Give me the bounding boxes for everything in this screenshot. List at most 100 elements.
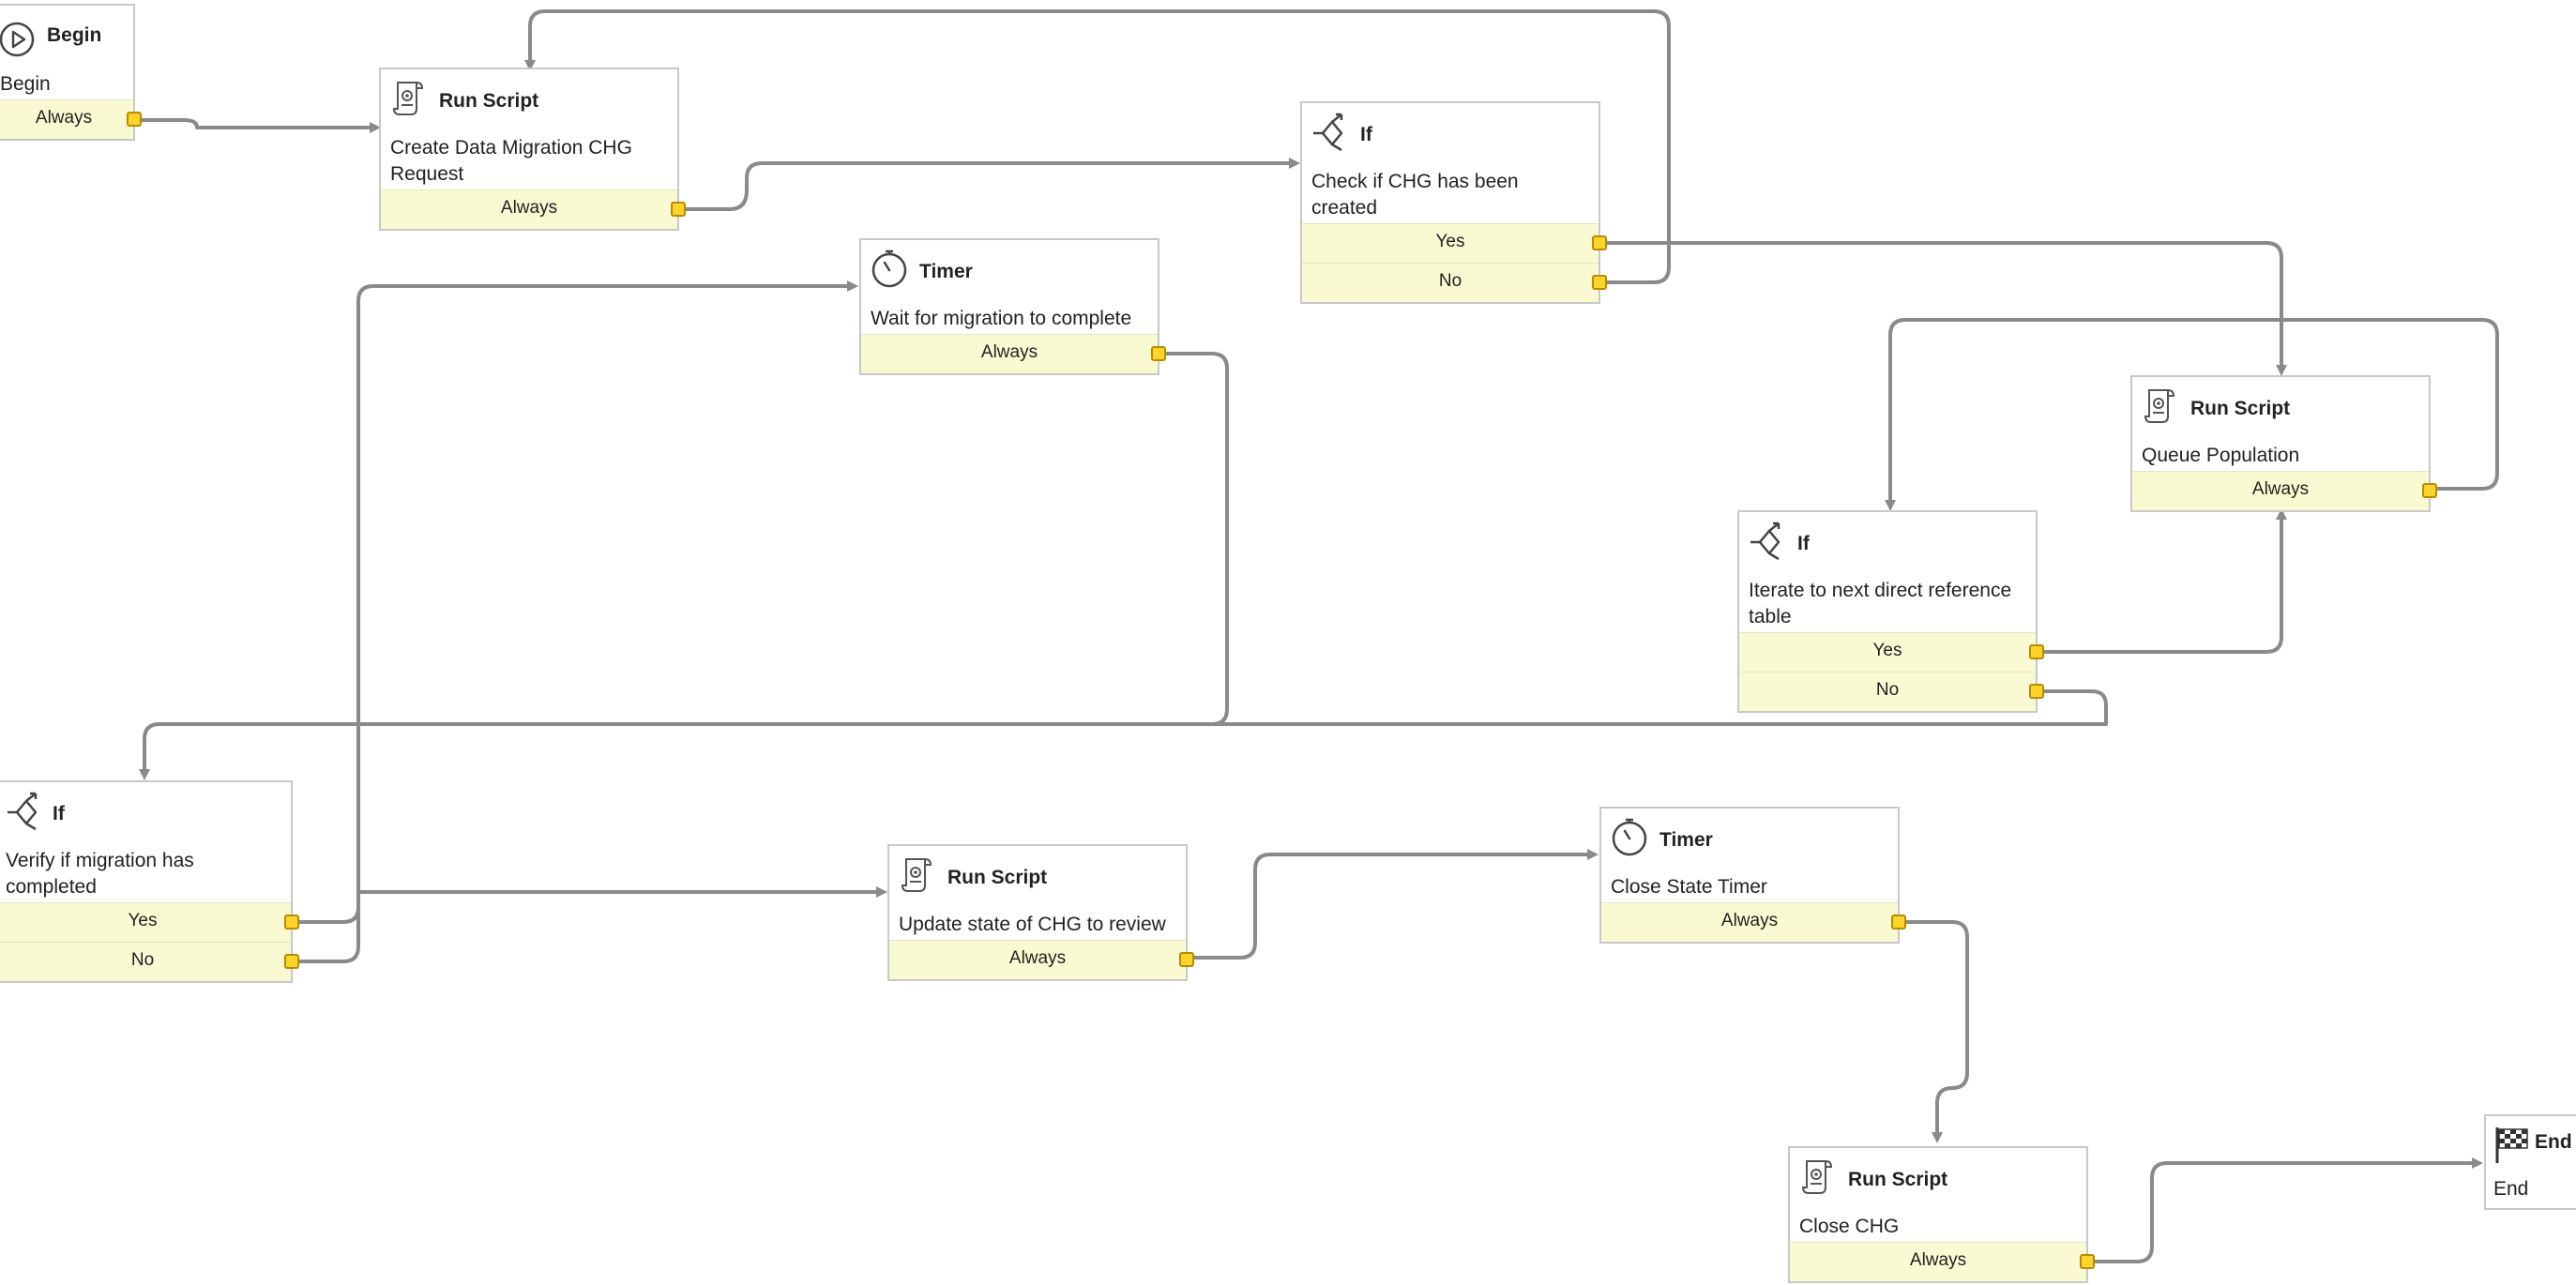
node-title: Run Script [2190,398,2291,419]
output-port[interactable] [2029,644,2044,659]
node-header: Begin Begin [0,6,133,99]
arrowhead [1587,849,1599,860]
end-node[interactable]: End End [2484,1114,2576,1210]
exit-label: Always [980,342,1038,362]
output-port[interactable] [127,112,142,127]
connector-begin-to-create-chg [131,118,373,129]
node-description: Check if CHG has been created [1311,171,1519,219]
exit-label: No [1438,271,1462,291]
arrowhead [1289,158,1300,169]
connector-check-chg-yes-to-queue-population [1600,241,2283,368]
node-title: If [53,803,65,824]
create-chg-node[interactable]: Run Script Create Data Migration CHG Req… [379,68,686,231]
node-header: End End [2486,1116,2576,1210]
output-port[interactable] [1891,915,1906,930]
exit-label: Yes [1872,641,1902,660]
close-chg-node[interactable]: Run Script Close CHG Always [1788,1146,2095,1283]
script-icon [388,77,430,118]
exit-label: No [1875,680,1900,700]
node-header: Run Script Close CHG [1790,1148,2086,1242]
node-description: Verify if migration has completed [6,850,194,898]
node-header: If Iterate to next direct reference tabl… [1739,512,2036,632]
node-description: Iterate to next direct reference table [1749,580,2012,627]
output-port[interactable] [1592,235,1607,250]
node-title: End [2535,1131,2572,1153]
script-icon [1797,1156,1839,1197]
node-title: Run Script [439,90,539,112]
exit-always: Always [2132,471,2437,510]
queue-population-node[interactable]: Run Script Queue Population Always [2130,375,2437,512]
exit-label: No [130,950,155,970]
exit-always: Always [0,99,142,139]
node-title: Run Script [947,867,1048,888]
iterate-table-node[interactable]: If Iterate to next direct reference tabl… [1737,510,2044,713]
exit-no: No [0,942,299,981]
wait-timer-node[interactable]: Timer Wait for migration to complete Alw… [859,238,1166,375]
connector-update-state-to-close-timer [1186,853,1590,960]
connector-close-timer-to-close-chg [1900,920,1969,1136]
node-header: Timer Wait for migration to complete [861,240,1158,334]
exit-yes: Yes [0,902,299,942]
branch-icon [1747,520,1788,561]
node-description: Create Data Migration CHG Request [390,137,632,185]
exit-no: No [1739,672,2044,711]
exit-always: Always [381,189,686,229]
exit-always: Always [1790,1242,2095,1281]
branch-icon [4,790,45,831]
exit-yes: Yes [1302,223,1607,263]
node-description: Close CHG [1799,1216,1900,1237]
close-timer-node[interactable]: Timer Close State Timer Always [1599,807,1906,944]
connector-iterate-yes-to-queue-population [2037,516,2283,654]
node-header: If Verify if migration has completed [0,782,291,902]
node-description: Queue Population [2142,445,2300,466]
node-description: Close State Timer [1611,876,1767,898]
exit-yes: Yes [1739,632,2044,672]
play-icon [0,19,38,60]
node-description: Wait for migration to complete [871,308,1132,329]
exit-label: Yes [1435,232,1465,251]
output-port[interactable] [1179,952,1194,967]
output-port[interactable] [2029,684,2044,699]
arrowhead [139,769,150,780]
node-header: If Check if CHG has been created [1302,103,1599,223]
branch-icon [1310,111,1351,152]
exit-label: Always [35,108,93,128]
node-description: Update state of CHG to review [899,914,1166,935]
verify-migration-node[interactable]: If Verify if migration has completed Yes… [0,780,299,983]
stopwatch-icon [869,248,910,289]
exit-label: Always [1720,911,1779,930]
arrowhead [876,886,887,898]
node-title: Begin [47,24,102,46]
node-header: Run Script Queue Population [2132,377,2429,471]
update-state-node[interactable]: Run Script Update state of CHG to review… [887,844,1194,981]
node-header: Timer Close State Timer [1601,809,1898,902]
output-port[interactable] [1592,275,1607,290]
checkered-flag-icon [2492,1124,2533,1165]
exit-label: Always [1008,948,1067,968]
output-port[interactable] [2080,1254,2095,1269]
node-title: If [1360,124,1372,145]
node-title: Timer [1659,829,1713,851]
begin-node[interactable]: Begin Begin Always [0,4,142,141]
arrowhead [1932,1132,1943,1143]
arrowhead [847,280,858,292]
output-port[interactable] [671,202,686,217]
exit-always: Always [889,940,1194,979]
output-port[interactable] [284,915,299,930]
stopwatch-icon [1609,816,1650,857]
exit-label: Always [500,198,558,218]
output-port[interactable] [2422,483,2437,498]
script-icon [2140,385,2181,426]
check-chg-node[interactable]: If Check if CHG has been created Yes No [1300,101,1607,304]
arrowhead [2472,1157,2483,1169]
node-title: If [1797,533,1810,554]
connector-wait-timer-to-verify [1159,352,1229,726]
output-port[interactable] [284,954,299,969]
connector-verify-yes-to-update-state [292,890,879,924]
script-icon [897,854,938,895]
exit-always: Always [1601,902,1906,942]
output-port[interactable] [1151,346,1166,361]
node-description: End [2493,1178,2529,1200]
node-title: Run Script [1848,1169,1948,1190]
